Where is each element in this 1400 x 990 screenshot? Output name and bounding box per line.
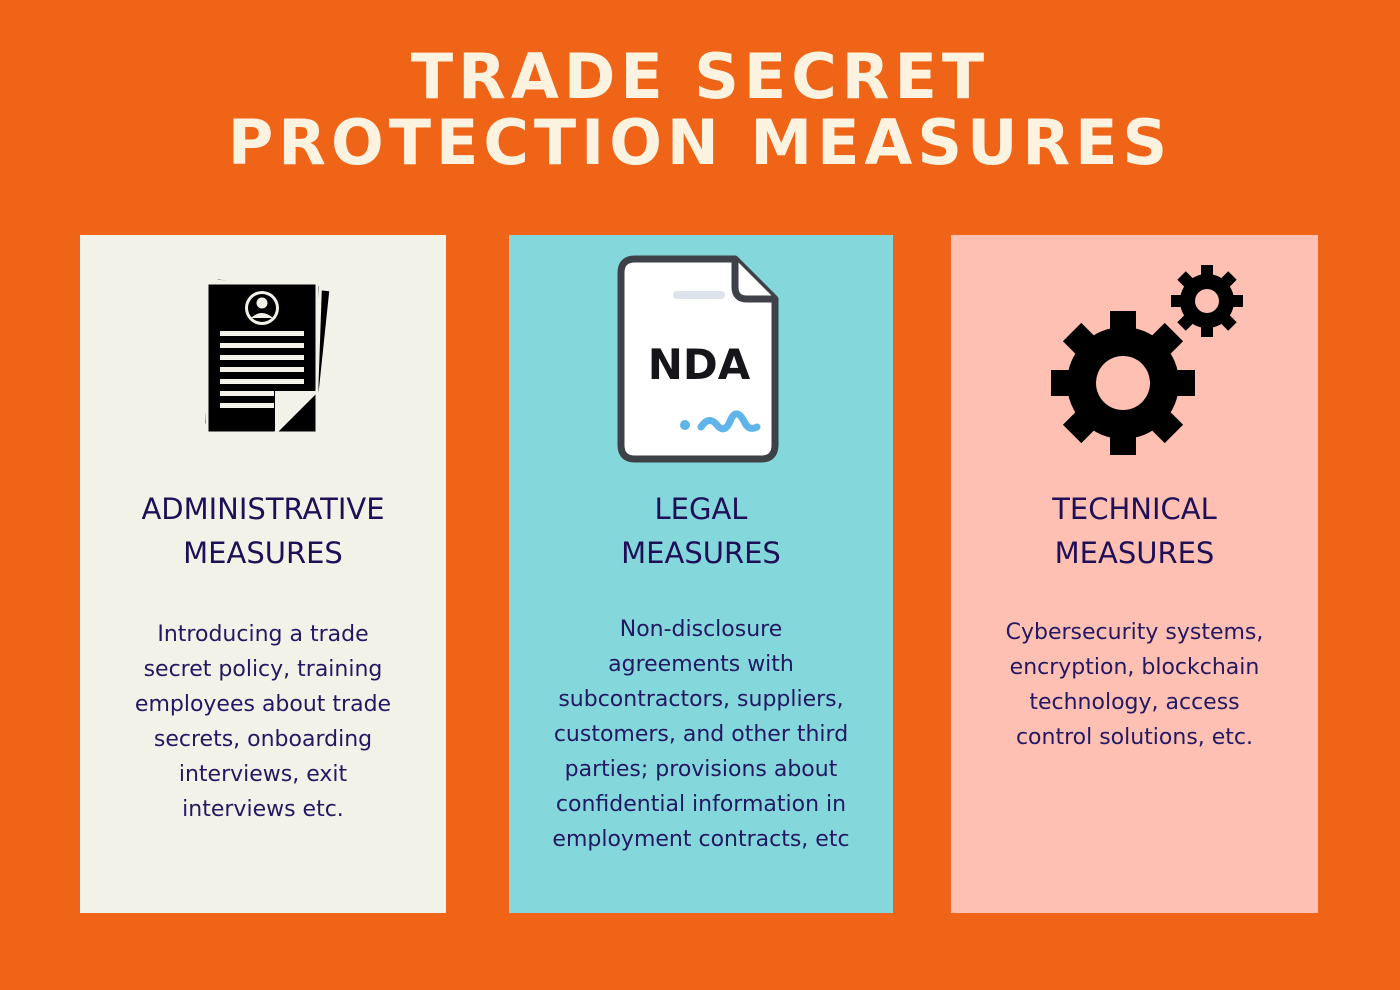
administrative-description: Introducing a trade secret policy, train… (134, 622, 392, 822)
documents-icon (201, 279, 330, 435)
legal-description: Non-disclosure agreements with subcontra… (552, 617, 850, 852)
legal-measures-card: NDA LEGAL MEASURES Non-disclosure agreem… (509, 235, 893, 913)
title-line-1: TRADE SECRET (410, 40, 990, 113)
title-line-2: PROTECTION MEASURES (227, 106, 1173, 179)
technical-measures-card: TECHNICAL MEASURES Cybersecurity systems… (951, 235, 1318, 913)
legal-heading: LEGAL MEASURES (621, 492, 781, 570)
technical-heading: TECHNICAL MEASURES (1052, 492, 1217, 570)
technical-description: Cybersecurity systems, encryption, block… (1005, 620, 1264, 750)
nda-label: NDA (648, 340, 751, 389)
gears-icon (1051, 265, 1243, 455)
page-title: TRADE SECRET PROTECTION MEASURES (0, 44, 1400, 176)
nda-document-icon: NDA (617, 255, 779, 463)
administrative-heading: ADMINISTRATIVE MEASURES (141, 492, 385, 570)
administrative-measures-card: ADMINISTRATIVE MEASURES Introducing a tr… (80, 235, 446, 913)
